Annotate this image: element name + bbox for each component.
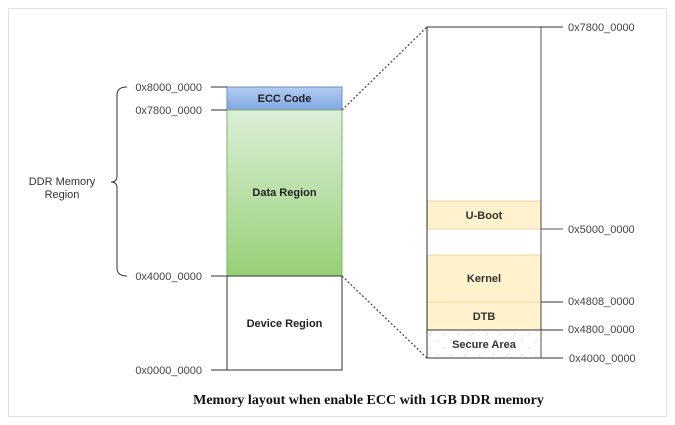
figure-caption: Memory layout when enable ECC with 1GB D… <box>193 393 544 408</box>
address-label-7800: 0x7800_0000 <box>568 22 635 34</box>
secure-area-label-bg <box>452 337 518 351</box>
kernel-block <box>427 254 541 303</box>
address-label-7800: 0x7800_0000 <box>135 105 202 117</box>
device-region-label: Device Region <box>247 318 323 330</box>
ddr-region-label-line2: Region <box>45 189 80 201</box>
left-memory-column: ECC Code Data Region Device Region 0x800… <box>29 82 343 377</box>
address-label-0000: 0x0000_0000 <box>135 365 202 377</box>
zoom-connector-bottom <box>341 275 428 359</box>
address-label-4000: 0x4000_0000 <box>135 271 202 283</box>
address-label-5000: 0x5000_0000 <box>568 224 635 236</box>
data-region-label: Data Region <box>252 187 316 199</box>
ddr-region-brace <box>110 86 128 277</box>
u-boot-label: U-Boot <box>466 210 503 222</box>
zoom-connector-top <box>341 26 428 111</box>
u-boot-block <box>427 200 541 230</box>
address-label-8000: 0x8000_0000 <box>135 82 202 94</box>
address-label-4808: 0x4808_0000 <box>568 296 635 308</box>
kernel-label: Kernel <box>467 273 501 285</box>
right-memory-column: U-Boot Kernel DTB Secure Area 0x7800_000… <box>426 22 636 365</box>
data-region-block <box>226 109 343 277</box>
ddr-region-label-line1: DDR Memory <box>29 176 96 188</box>
device-region-block <box>226 275 343 371</box>
secure-area-label: Secure Area <box>452 339 517 351</box>
ecc-code-label: ECC Code <box>258 93 312 105</box>
dtb-label: DTB <box>473 311 496 323</box>
address-label-4000: 0x4000_0000 <box>569 353 636 365</box>
address-label-4800: 0x4800_0000 <box>568 324 635 336</box>
